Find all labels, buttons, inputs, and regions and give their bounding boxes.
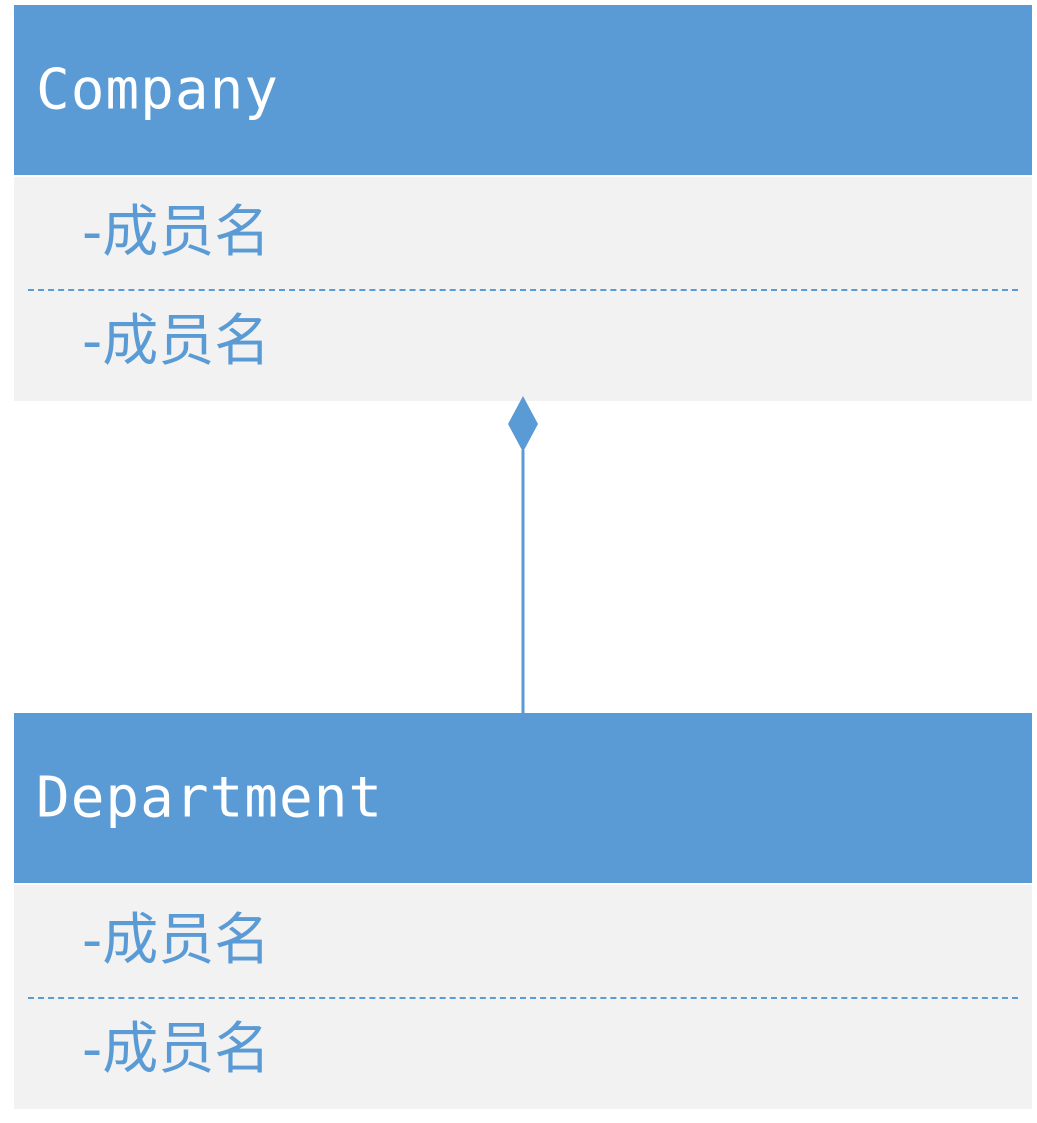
class-company-header: Company <box>14 5 1032 175</box>
class-company-attribute: -成员名 <box>82 200 271 265</box>
class-department-operation: -成员名 <box>82 1017 271 1082</box>
class-department-attribute: -成员名 <box>82 908 271 973</box>
class-department: Department -成员名 -成员名 <box>14 713 1032 1109</box>
class-department-header: Department <box>14 713 1032 883</box>
class-department-body: -成员名 -成员名 <box>14 885 1032 1109</box>
composition-diamond-icon <box>508 396 538 452</box>
class-company-divider <box>28 289 1018 291</box>
class-department-divider <box>28 997 1018 999</box>
class-company: Company -成员名 -成员名 <box>14 5 1032 401</box>
class-company-operation: -成员名 <box>82 309 271 374</box>
class-department-name: Department <box>36 765 384 831</box>
class-company-body: -成员名 -成员名 <box>14 177 1032 401</box>
class-company-name: Company <box>36 57 280 123</box>
